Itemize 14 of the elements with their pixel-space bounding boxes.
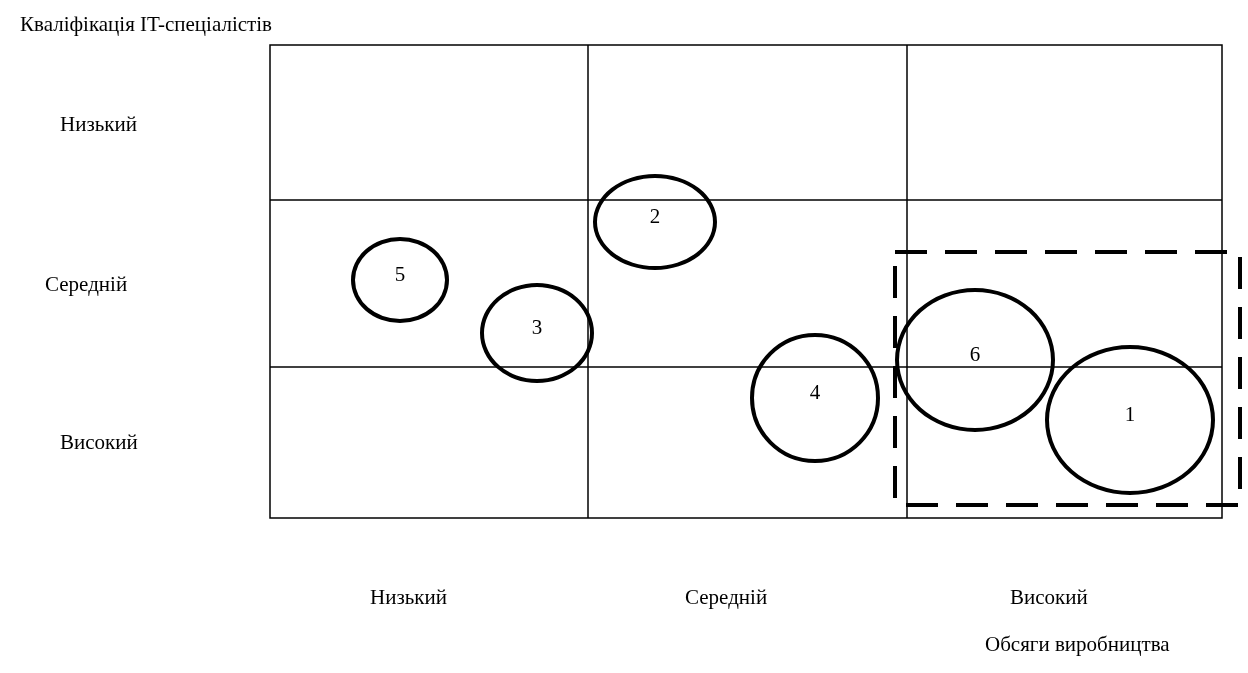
axis-title: Обсяги виробництва [985, 632, 1170, 657]
column-label: Низький [370, 585, 447, 610]
bubble-circle: 3 [480, 283, 594, 383]
bubble-circle: 4 [750, 333, 880, 463]
column-label: Високий [1010, 585, 1088, 610]
row-label: Низький [60, 112, 137, 137]
bubble-circle: 2 [593, 174, 717, 270]
column-label: Середній [685, 585, 768, 610]
row-label: Середній [45, 272, 128, 297]
bubble-circle: 6 [895, 288, 1055, 432]
axis-title: Кваліфікація IT-спеціалістів [20, 12, 272, 37]
bubble-circle: 5 [351, 237, 449, 323]
bubble-circle: 1 [1045, 345, 1215, 495]
row-label: Високий [60, 430, 138, 455]
